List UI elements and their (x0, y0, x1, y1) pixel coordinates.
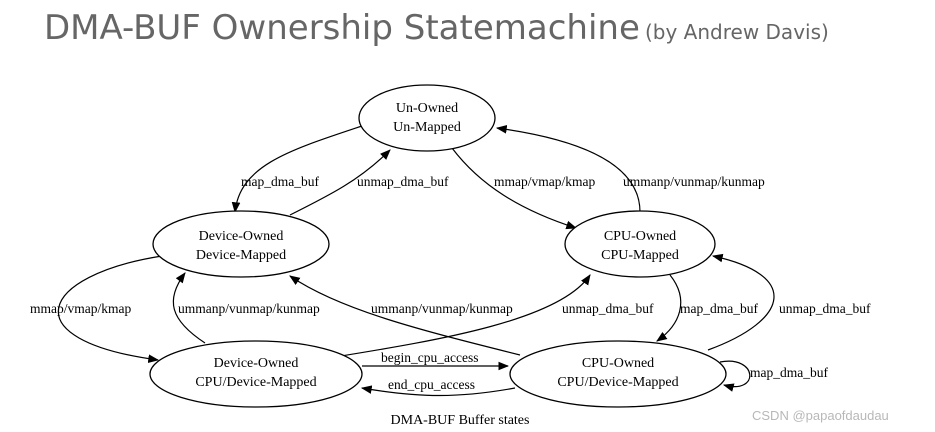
node-cpucpu-line2: CPU/Device-Mapped (557, 375, 678, 390)
node-cpucpu-line1: CPU-Owned (582, 356, 654, 371)
label-cpucpu-to-devcpu: end_cpu_access (388, 377, 475, 392)
node-devcpu-line1: Device-Owned (214, 356, 299, 371)
edge-cpucpu-to-device (289, 275, 521, 356)
label-devcpu-to-device: ummanp/vunmap/kunmap (178, 301, 320, 316)
label-cpucpu-self: map_dma_buf (750, 365, 828, 380)
edge-unowned-to-cpu (451, 147, 578, 230)
label-devcpu-to-cpucpu: begin_cpu_access (381, 350, 478, 365)
label-cpu-to-cpucpu: map_dma_buf (680, 301, 758, 316)
label-cpucpu-to-cpu: unmap_dma_buf (779, 301, 871, 316)
label-device-to-devcpu: mmap/vmap/kmap (30, 301, 131, 316)
edge-devcpu-to-cpu (334, 274, 591, 358)
node-device-owned-cpu-mapped: Device-Owned CPU/Device-Mapped (149, 340, 363, 408)
edge-device-to-unowned (289, 149, 391, 216)
node-cpu-owned: CPU-Owned CPU-Mapped (564, 210, 716, 278)
label-unowned-to-device: map_dma_buf (241, 174, 319, 189)
label-device-to-unowned: unmap_dma_buf (357, 174, 449, 189)
label-devcpu-to-cpu: unmap_dma_buf (562, 301, 654, 316)
edge-unowned-to-device (231, 125, 363, 214)
edge-cpucpu-self (719, 360, 751, 392)
node-devcpu-line2: CPU/Device-Mapped (195, 375, 316, 390)
label-cpu-to-unowned: ummanp/vunmap/kunmap (623, 174, 765, 189)
watermark: CSDN @papaofdaudau (752, 408, 889, 423)
edge-devcpu-to-device (172, 272, 206, 344)
node-cpu-owned-line2: CPU-Mapped (601, 248, 679, 263)
edge-cpu-to-cpucpu (656, 274, 682, 342)
title-subtitle: (by Andrew Davis) (644, 20, 829, 44)
node-device-owned: Device-Owned Device-Mapped (152, 210, 330, 278)
label-unowned-to-cpu: mmap/vmap/kmap (494, 174, 595, 189)
node-unowned-line2: Un-Mapped (393, 120, 461, 135)
edge-cpu-to-unowned (495, 125, 641, 213)
edge-cpucpu-to-cpu (707, 253, 775, 351)
edge-cpucpu-to-devcpu (360, 385, 516, 397)
diagram-title: DMA-BUF Ownership Statemachine (by Andre… (44, 8, 829, 48)
edge-device-to-devcpu (57, 255, 163, 363)
node-device-owned-line1: Device-Owned (199, 229, 284, 244)
diagram-caption: DMA-BUF Buffer states (391, 413, 530, 428)
node-cpu-owned-cpu-mapped: CPU-Owned CPU/Device-Mapped (509, 340, 727, 408)
node-unowned-line1: Un-Owned (396, 101, 458, 116)
node-cpu-owned-line1: CPU-Owned (604, 229, 676, 244)
title-main: DMA-BUF Ownership Statemachine (44, 8, 640, 48)
node-device-owned-line2: Device-Mapped (196, 248, 286, 263)
node-unowned: Un-Owned Un-Mapped (358, 84, 496, 152)
label-cpucpu-to-device: ummanp/vunmap/kunmap (371, 301, 513, 316)
